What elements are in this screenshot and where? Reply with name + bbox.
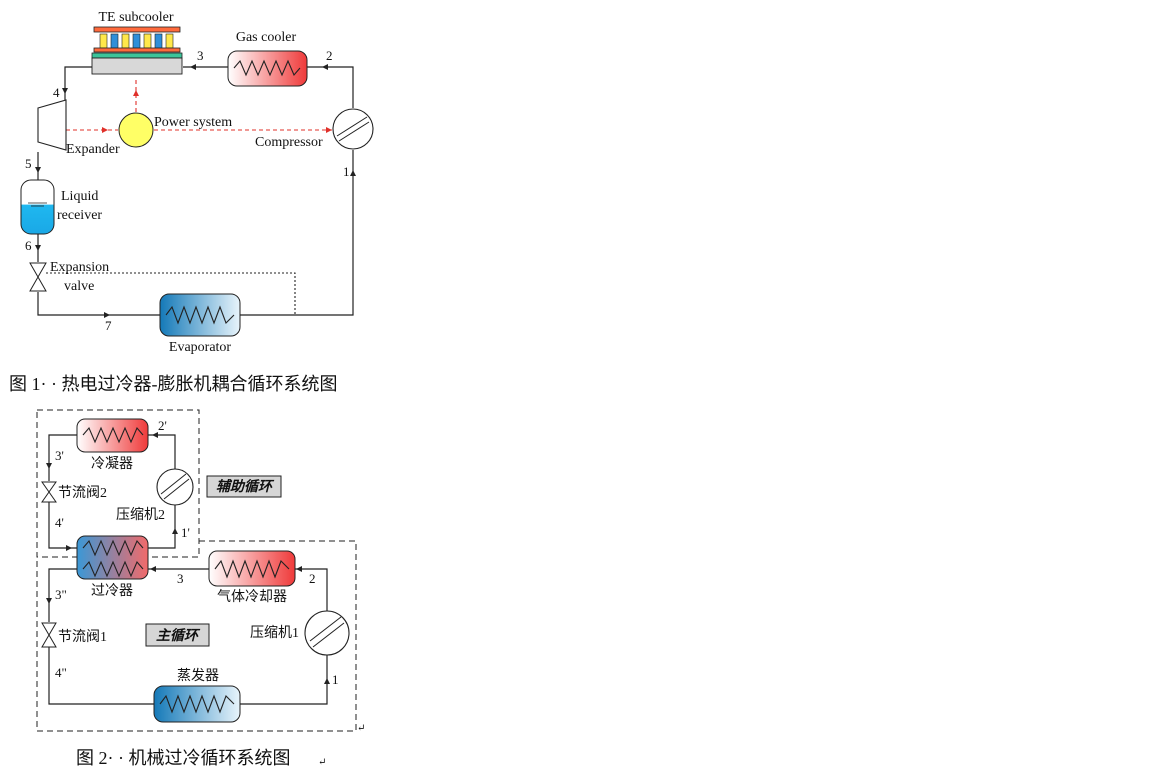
gas-cooler-2-coil: [214, 559, 290, 579]
state-point-6: 6: [25, 238, 32, 253]
label-gas-cooler-2: 气体冷却器: [217, 589, 287, 605]
arrow-flow-7: [104, 312, 110, 318]
arrow-flow-2p: [152, 432, 158, 438]
label-expansion-valve-1: Expansion: [50, 260, 109, 275]
arrow-flow-3: [190, 64, 196, 70]
label-evaporator: Evaporator: [169, 340, 232, 355]
pipe-compressor1-to-gascooler: [295, 568, 328, 612]
gas-cooler-coil: [233, 59, 301, 77]
caption-figure-2: 图 2· · 机械过冷循环系统图: [76, 748, 291, 768]
pipe-compressor-to-gascooler: [307, 66, 354, 108]
label-expansion-valve-2: valve: [64, 279, 94, 294]
figure-1: TE subcooler Gas cooler Expander Power s…: [9, 10, 374, 394]
arrow-flow-3p: [46, 463, 52, 469]
compressor-1: [304, 610, 350, 656]
throttle-valve-1: [41, 622, 57, 648]
label-main-cycle: 主循环: [156, 627, 201, 644]
state-point-7: 7: [105, 318, 112, 333]
evaporator-2-coil: [159, 694, 235, 714]
subcooler: [76, 535, 149, 580]
arrow-flow-4: [62, 88, 68, 94]
label-aux-cycle: 辅助循环: [216, 478, 275, 495]
label-subcooler: 过冷器: [91, 583, 133, 599]
condenser: [76, 418, 149, 453]
main-cycle-tag: [145, 623, 210, 647]
arrow-flow-2: [322, 64, 328, 70]
expander: [37, 99, 67, 151]
evaporator: [159, 293, 241, 337]
main-cycle-boundary: [36, 540, 357, 732]
pipe-subcooler-to-expander: [64, 66, 92, 108]
arrow-power-subcooler: [133, 90, 139, 96]
label-evaporator-2: 蒸发器: [177, 668, 219, 684]
state-point-4: 4: [53, 85, 60, 100]
arrow-flow-1: [350, 170, 356, 176]
state-point-3p: 3': [55, 448, 64, 463]
subcooler-coil-top: [82, 539, 144, 557]
arrow-flow-3: [150, 566, 156, 572]
evaporator-2: [153, 685, 241, 723]
state-point-2: 2: [309, 571, 316, 586]
state-point-2p: 2': [158, 418, 167, 433]
state-point-3: 3: [177, 571, 184, 586]
pipe-compressor2-to-condenser: [148, 434, 176, 470]
label-expander: Expander: [66, 142, 120, 157]
subcooler-coil-bottom: [82, 560, 144, 578]
compressor-2: [156, 468, 194, 506]
state-point-2: 2: [326, 48, 333, 63]
pipe-evaporator-to-compressor1: [240, 655, 328, 705]
te-subcooler: [91, 26, 183, 75]
state-point-3pp: 3": [55, 587, 67, 602]
pipe-subcooler-to-throttle1: [48, 568, 77, 622]
state-point-1p: 1': [181, 525, 190, 540]
pipe-throttle1-to-evaporator: [48, 647, 154, 705]
state-point-1: 1: [332, 672, 339, 687]
label-liquid-receiver-1: Liquid: [61, 189, 98, 204]
evaporator-coil: [165, 305, 235, 325]
state-point-4pp: 4": [55, 665, 67, 680]
arrow-flow-1: [324, 678, 330, 684]
arrow-flow-2: [296, 566, 302, 572]
arrow-flow-5: [35, 167, 41, 173]
aux-cycle-boundary: [36, 409, 200, 558]
condenser-coil: [82, 426, 144, 444]
label-gas-cooler: Gas cooler: [236, 30, 297, 45]
label-compressor: Compressor: [255, 135, 323, 150]
arrow-flow-6: [35, 245, 41, 251]
state-point-1: 1: [343, 164, 350, 179]
label-throttle-valve-1: 节流阀1: [58, 629, 107, 645]
label-power-system: Power system: [154, 115, 232, 130]
label-compressor-1: 压缩机1: [250, 625, 299, 641]
compressor: [332, 108, 374, 150]
figure-2: 冷凝器 节流阀2 压缩机2 辅助循环 过冷器 气体冷却器 节流阀1 主循环: [36, 409, 365, 768]
expansion-valve: [29, 262, 47, 292]
arrow-power-compressor: [326, 127, 332, 133]
label-condenser: 冷凝器: [91, 456, 133, 472]
throttle-valve-2: [41, 481, 57, 503]
gas-cooler-2: [208, 550, 296, 587]
arrow-power-expander: [102, 127, 108, 133]
label-throttle-valve-2: 节流阀2: [58, 485, 107, 501]
label-compressor-2: 压缩机2: [116, 507, 165, 523]
state-point-4p: 4': [55, 515, 64, 530]
liquid-receiver: [20, 179, 55, 235]
paragraph-mark-1: ↵: [357, 723, 365, 734]
power-system: [118, 112, 154, 148]
label-liquid-receiver-2: receiver: [57, 208, 102, 223]
arrow-flow-3pp: [46, 598, 52, 604]
aux-cycle-tag: [206, 475, 282, 498]
label-te-subcooler: TE subcooler: [98, 10, 173, 25]
arrow-flow-1p: [172, 528, 178, 534]
control-line-valve: [46, 272, 296, 315]
state-point-3: 3: [197, 48, 204, 63]
pipe-valve-to-evaporator: [37, 292, 160, 316]
paragraph-mark-2: ↵: [318, 757, 326, 768]
pipe-subcooler-to-compressor2: [148, 505, 176, 549]
caption-figure-1: 图 1· · 热电过冷器-膨胀机耦合循环系统图: [9, 374, 337, 394]
pipe-evaporator-to-compressor: [240, 150, 354, 316]
arrow-flow-4p: [66, 545, 72, 551]
state-point-5: 5: [25, 156, 32, 171]
